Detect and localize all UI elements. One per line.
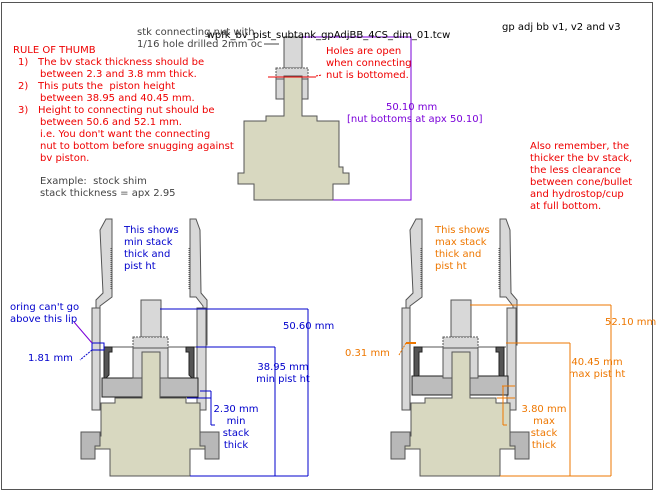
rule-2-line-1: This puts the piston height bbox=[38, 81, 176, 92]
also-remember-line-3: the less clearance bbox=[530, 165, 621, 176]
oring-seal-right bbox=[495, 346, 505, 380]
min-stack-label-2: stack bbox=[222, 428, 250, 439]
hole-leader bbox=[315, 74, 323, 77]
cup-wall-right bbox=[189, 218, 208, 346]
oring-seal-left bbox=[413, 346, 423, 380]
nut-dimension-note: [nut bottoms at apx 50.10] bbox=[347, 114, 483, 125]
max-stack-label-3: thick bbox=[531, 440, 557, 451]
min-caption-line-4: pist ht bbox=[124, 261, 156, 272]
nut-dimension-line bbox=[302, 36, 412, 201]
example-line-2: stack thickness = apx 2.95 bbox=[40, 188, 176, 199]
min-stack-diagram bbox=[73, 218, 309, 477]
also-remember-line-2: thicker the bv stack, bbox=[530, 153, 633, 164]
min-stack-label-1: min bbox=[226, 416, 246, 427]
lip-dim-leader bbox=[398, 342, 407, 356]
oring-leader bbox=[73, 321, 93, 344]
max-caption-line-1: This shows bbox=[435, 225, 490, 236]
document-filename: wpfk_bv_pist_subtank_gpAdjBB_4CS_dim_01.… bbox=[206, 30, 451, 41]
min-caption-line-2: min stack bbox=[124, 237, 173, 248]
lip-dim-leader bbox=[79, 349, 93, 361]
gland-nut-left bbox=[80, 431, 101, 460]
min-lip-dimension: 1.81 mm bbox=[28, 353, 73, 364]
max-pist-ht-label: max pist ht bbox=[568, 369, 626, 380]
document-subtitle: gp adj bb v1, v2 and v3 bbox=[502, 22, 621, 33]
max-stack-label-1: max bbox=[533, 416, 555, 427]
min-stack-label-3: thick bbox=[223, 440, 249, 451]
gland-nut-right bbox=[199, 431, 220, 460]
nut-callout-line-2: 1/16 hole drilled 2mm oc bbox=[137, 39, 263, 50]
lip-marker bbox=[91, 342, 105, 351]
gland-nut-right bbox=[509, 431, 530, 460]
max-stack-label-2: stack bbox=[530, 428, 558, 439]
min-caption-line-3: thick and bbox=[124, 249, 171, 260]
rule-1-num: 1) bbox=[18, 57, 29, 68]
rule-1-line-1: The bv stack thickness should be bbox=[38, 57, 205, 68]
oring-seal-left bbox=[103, 346, 113, 380]
rule-1-line-2: between 2.3 and 3.8 mm thick. bbox=[40, 69, 197, 80]
holes-note-line-1: Holes are open bbox=[326, 46, 402, 57]
rule-of-thumb-title: RULE OF THUMB bbox=[13, 45, 96, 56]
holes-note-line-3: nut is bottomed. bbox=[326, 70, 409, 81]
max-stack-diagram bbox=[390, 218, 612, 477]
oring-note-line-2: above this lip bbox=[10, 314, 78, 325]
piston-rod-body bbox=[237, 75, 350, 201]
cup-wall-right bbox=[499, 218, 518, 346]
rule-3-line-4: nut to bottom before snugging against bbox=[40, 141, 234, 152]
connecting-nut-shaft bbox=[450, 299, 472, 338]
max-nut-height: 52.10 mm bbox=[605, 317, 657, 328]
rule-3-line-3: i.e. You don't want the connecting bbox=[40, 129, 211, 140]
drawing-frame bbox=[1, 2, 653, 490]
oring-note-line-1: oring can't go bbox=[10, 302, 80, 313]
rule-3-num: 3) bbox=[18, 105, 29, 116]
rule-3-line-1: Height to connecting nut should be bbox=[38, 105, 215, 116]
also-remember-line-1: Also remember, the bbox=[530, 141, 630, 152]
rule-3-line-5: bv piston. bbox=[40, 153, 90, 164]
cup-lower-left bbox=[91, 307, 101, 411]
cup-lower-right bbox=[196, 307, 207, 411]
rule-2-line-2: between 38.95 and 40.45 mm. bbox=[40, 93, 195, 104]
connecting-nut-collar bbox=[442, 336, 479, 349]
min-caption-line-1: This shows bbox=[124, 225, 179, 236]
rule-2-num: 2) bbox=[18, 81, 29, 92]
oring-seal-right bbox=[185, 346, 195, 380]
min-pist-ht-label: min pist ht bbox=[256, 374, 310, 385]
nut-callout-line-1: stk connecting nut with bbox=[137, 27, 255, 38]
min-pist-ht-value: 38.95 mm bbox=[257, 362, 309, 373]
connecting-nut-collar bbox=[132, 336, 169, 349]
gland-nut-left bbox=[390, 431, 411, 460]
min-stack-value: 2.30 mm bbox=[213, 404, 259, 415]
max-caption-line-3: thick and bbox=[435, 249, 482, 260]
also-remember-line-4: between cone/bullet bbox=[530, 177, 633, 188]
max-caption-line-2: max stack bbox=[435, 237, 487, 248]
rule-3-line-2: between 50.6 and 52.1 mm. bbox=[40, 117, 182, 128]
also-remember-line-6: at full bottom. bbox=[530, 201, 602, 212]
nut-diagram bbox=[237, 36, 412, 201]
also-remember-line-5: and hydrostop/cup bbox=[530, 189, 624, 200]
max-lip-dimension: 0.31 mm bbox=[345, 348, 390, 359]
max-caption-line-4: pist ht bbox=[435, 261, 467, 272]
max-stack-value: 3.80 mm bbox=[521, 404, 567, 415]
max-pist-ht-value: 40.45 mm bbox=[571, 357, 623, 368]
connecting-nut-shaft bbox=[140, 299, 162, 338]
nut-dimension-value: 50.10 mm bbox=[386, 102, 438, 113]
holes-note-line-2: when connecting bbox=[326, 58, 412, 69]
cup-lower-left bbox=[401, 307, 411, 411]
example-line-1: Example: stock shim bbox=[40, 176, 147, 187]
min-nut-height: 50.60 mm bbox=[283, 321, 335, 332]
